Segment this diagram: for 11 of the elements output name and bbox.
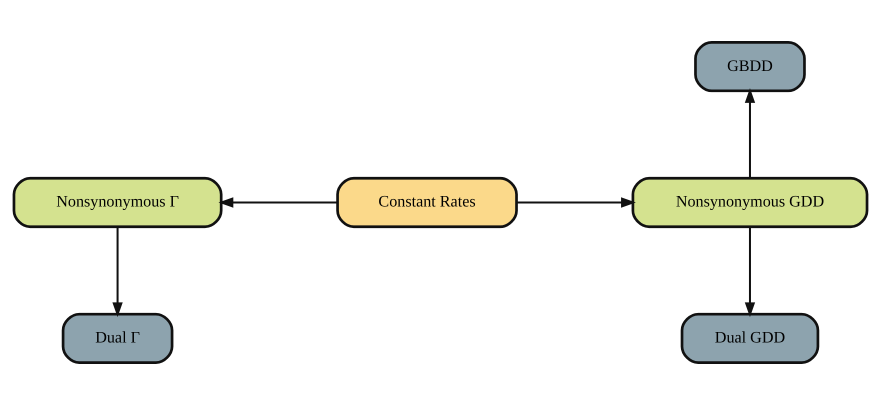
arrow [516,196,636,208]
arrow [744,88,756,178]
arrow [218,196,338,208]
node-box: Constant Rates [336,176,518,228]
arrow [112,226,123,317]
arrow [744,226,756,317]
node-box: Nonsynonymous Γ [12,176,223,228]
node-box: Nonsynonymous GDD [632,176,868,228]
node-box: GBDD [694,40,806,92]
node-box: Dual GDD [680,312,820,364]
node-box: Dual Γ [62,312,174,364]
